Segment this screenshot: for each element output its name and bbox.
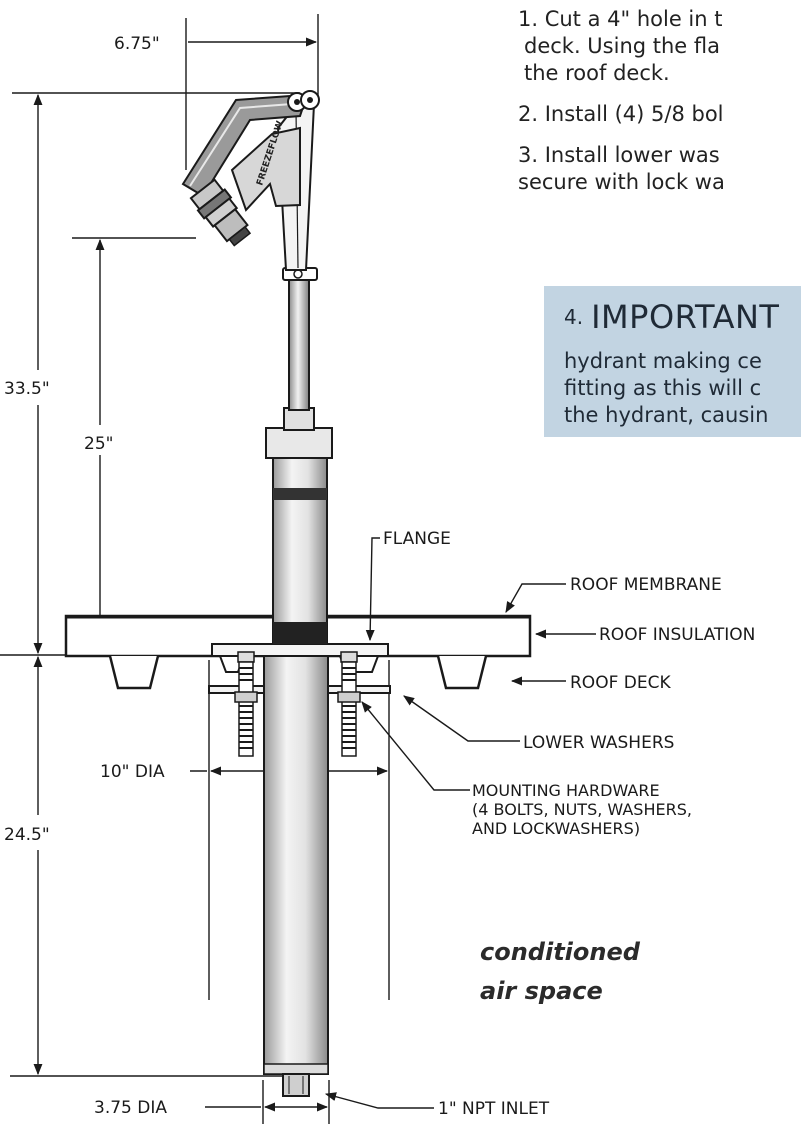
hydrant-head: [230, 126, 301, 212]
hydrant-body: FREEZEFLOW: [181, 90, 333, 1097]
step-2-line-1: 2. Install (4) 5/8 bol: [518, 102, 724, 126]
dim-above-roof: 25": [84, 434, 113, 454]
important-line-2: fitting as this will c: [564, 376, 762, 400]
lower-casing: [263, 655, 329, 1075]
label-lower-washers: LOWER WASHERS: [523, 733, 674, 753]
dim-flange-diameter: 10" DIA: [100, 762, 165, 782]
hose-nozzle: [189, 178, 252, 247]
callout-leaders: [324, 537, 596, 1109]
step-1: 1. Cut a 4" hole in t deck. Using the fl…: [518, 6, 801, 87]
zone-label-line1: conditioned: [480, 938, 641, 966]
label-roof-deck: ROOF DECK: [570, 673, 671, 693]
label-hardware-line1: MOUNTING HARDWARE: [472, 781, 660, 800]
step-3-line-1: 3. Install lower was: [518, 143, 720, 167]
step-1-line-3: the roof deck.: [524, 61, 670, 85]
important-body: hydrant making ce fitting as this will c…: [564, 348, 768, 429]
roof-deck-rib: [108, 655, 160, 690]
dim-handle-offset: 6.75": [114, 34, 160, 54]
important-note-box: 4. IMPORTANT hydrant making ce fitting as…: [544, 286, 801, 437]
important-line-1: hydrant making ce: [564, 349, 762, 373]
bolt-right: [337, 651, 361, 757]
roof-deck-rib: [436, 655, 488, 690]
label-roof-membrane: ROOF MEMBRANE: [570, 575, 722, 595]
label-roof-insulation: ROOF INSULATION: [599, 625, 755, 645]
roof-assembly: [64, 614, 532, 694]
important-line-3: the hydrant, causin: [564, 403, 769, 427]
label-hardware-line3: AND LOCKWASHERS): [472, 819, 640, 838]
step-3: 3. Install lower was secure with lock wa: [518, 142, 801, 196]
step-2: 2. Install (4) 5/8 bol: [518, 101, 801, 128]
important-word: IMPORTANT: [591, 298, 780, 336]
operating-rod: [288, 277, 310, 411]
label-flange: FLANGE: [383, 529, 451, 549]
dim-total-height: 33.5": [4, 379, 50, 399]
inlet-fitting: [282, 1073, 310, 1097]
installation-steps: 1. Cut a 4" hole in t deck. Using the fl…: [518, 6, 801, 210]
dim-pipe-diameter: 3.75 DIA: [94, 1098, 167, 1118]
label-hardware-line2: (4 BOLTS, NUTS, WASHERS,: [472, 800, 692, 819]
zone-label-line2: air space: [480, 977, 603, 1005]
step-3-line-2: secure with lock wa: [518, 170, 725, 194]
step-1-line-1: 1. Cut a 4" hole in t: [518, 7, 723, 31]
step-1-line-2: deck. Using the fla: [524, 34, 721, 58]
dim-below-roof: 24.5": [4, 825, 50, 845]
label-inlet: 1" NPT INLET: [438, 1099, 550, 1119]
important-heading: 4. IMPORTANT: [564, 298, 779, 336]
bolt-left: [234, 651, 258, 757]
mounting-bolts: [234, 651, 361, 757]
upper-casing: [272, 455, 328, 645]
important-number: 4.: [564, 305, 584, 329]
